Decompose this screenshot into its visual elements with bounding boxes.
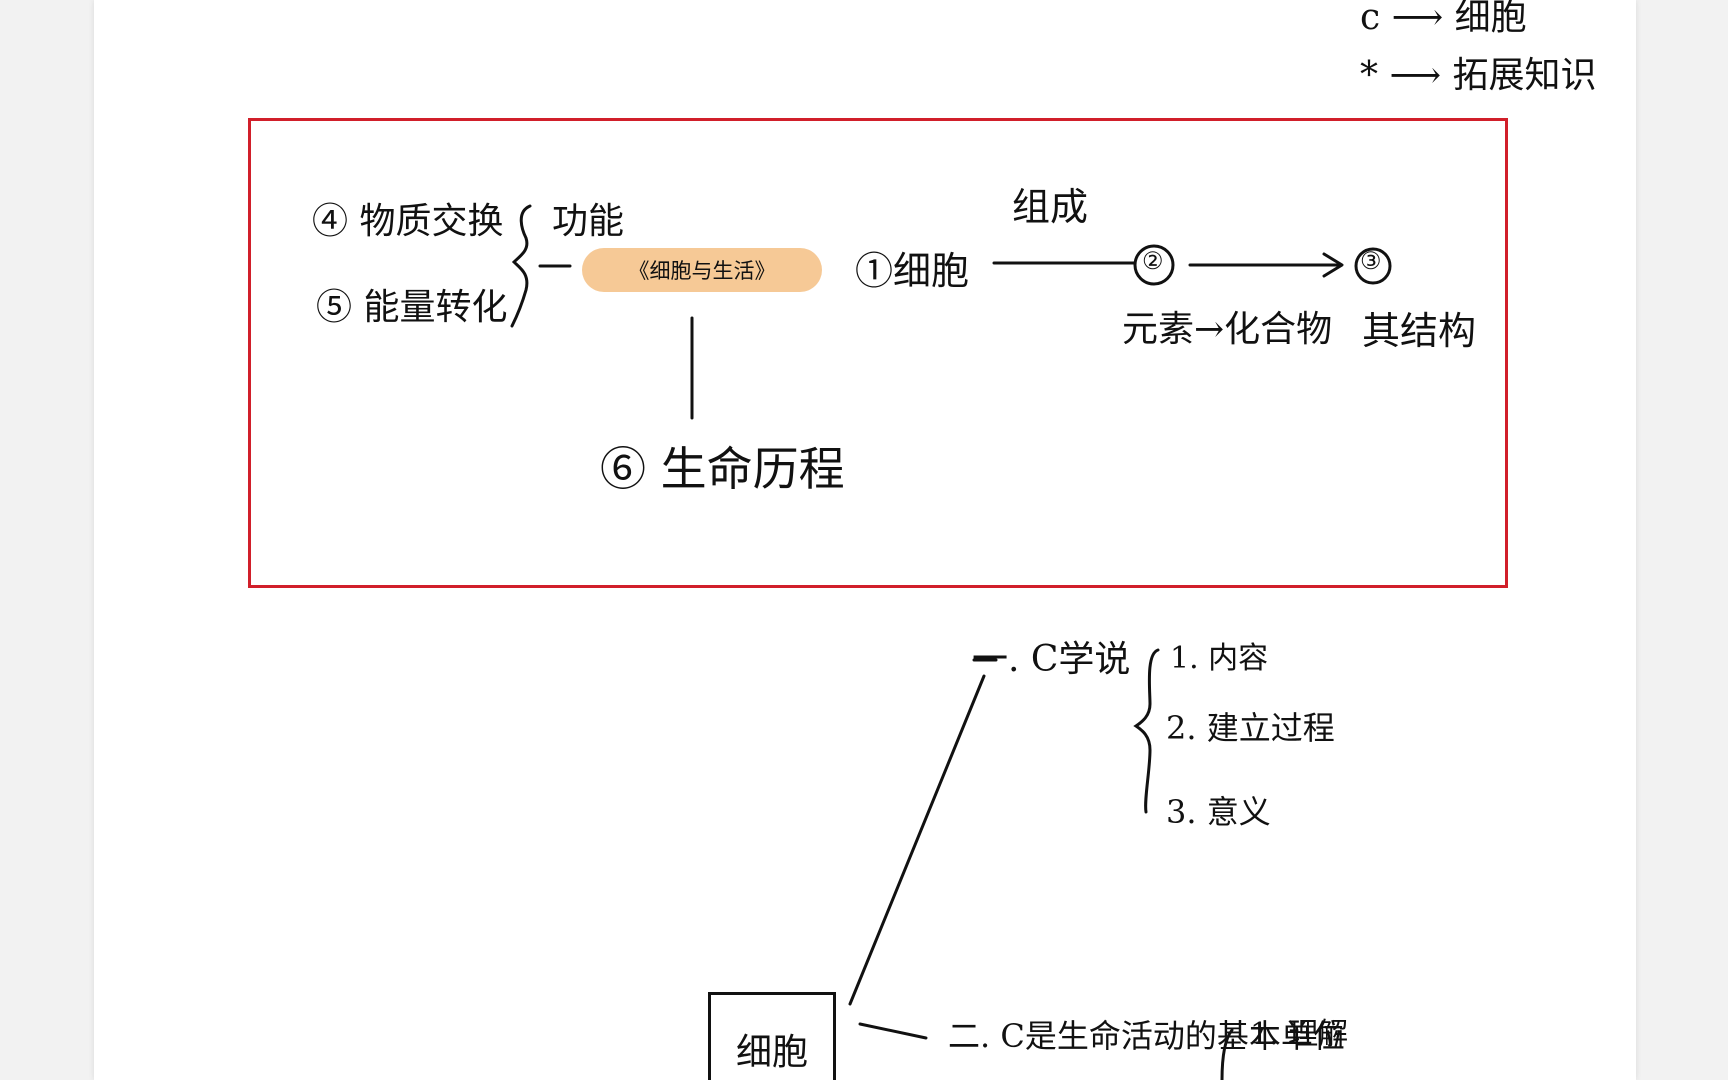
label-structure: 其结构 bbox=[1362, 309, 1477, 353]
root-to-section2-line bbox=[858, 1022, 928, 1040]
section1-item-2: 2. 建立过程 bbox=[1166, 709, 1335, 747]
left-margin bbox=[0, 0, 94, 1080]
label-function: 功能 bbox=[552, 201, 625, 242]
node-level2: ② bbox=[1142, 247, 1164, 275]
note-page bbox=[94, 0, 1636, 1080]
section2-brace bbox=[1220, 1028, 1234, 1080]
level2-circle bbox=[1133, 244, 1175, 286]
branch-life-process: ⑥ 生命历程 bbox=[600, 442, 845, 496]
level3-circle bbox=[1354, 247, 1392, 285]
legend-extended: * ⟶ 拓展知识 bbox=[1360, 55, 1597, 96]
legend-cell: c ⟶ 细胞 bbox=[1360, 0, 1527, 38]
section2-title: 二. C是生命活动的基本单位 bbox=[948, 1017, 1345, 1055]
label-elements-compounds: 元素→化合物 bbox=[1122, 309, 1333, 350]
branch-material-exchange: ④ 物质交换 bbox=[312, 201, 504, 242]
function-brace bbox=[510, 204, 532, 328]
section1-item-3: 3. 意义 bbox=[1166, 793, 1271, 831]
branch-energy-conversion: ⑤ 能量转化 bbox=[316, 287, 508, 328]
root-cell-label: 细胞 bbox=[735, 1032, 808, 1073]
branch-cell: ①细胞 bbox=[855, 249, 970, 293]
center-topic: 《细胞与生活》 bbox=[628, 259, 776, 283]
section2-item-1: 1. 理解 bbox=[1250, 1017, 1349, 1052]
center-topic-pill: 《细胞与生活》 bbox=[582, 248, 822, 292]
label-compose: 组成 bbox=[1012, 185, 1089, 229]
mindmap-frame bbox=[248, 118, 1508, 588]
node-level3: ③ bbox=[1360, 247, 1382, 275]
root-cell-box: 细胞 bbox=[708, 992, 836, 1080]
right-margin bbox=[1636, 0, 1728, 1080]
section1-title: 一. C学说 bbox=[972, 639, 1131, 680]
section1-item-1: 1. 内容 bbox=[1170, 641, 1269, 676]
arrow-head bbox=[1322, 252, 1344, 278]
root-to-section1-line bbox=[848, 674, 986, 1006]
section1-brace bbox=[1133, 648, 1160, 814]
